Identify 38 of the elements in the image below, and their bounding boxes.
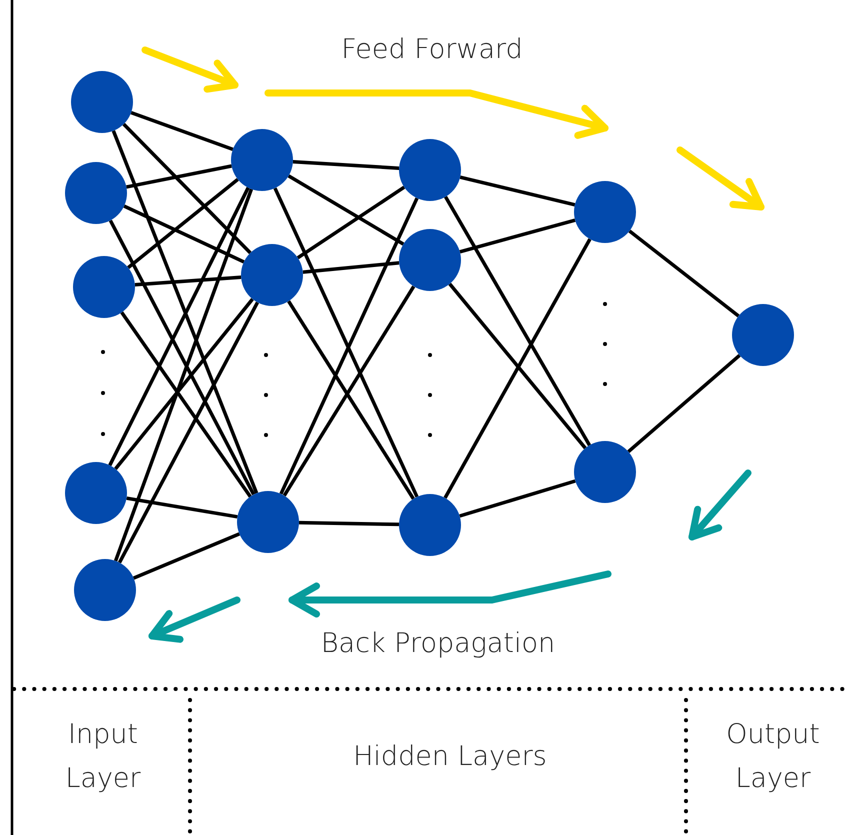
connection-line [460, 176, 576, 206]
connection-line [288, 174, 404, 246]
neuron-circle [399, 229, 461, 291]
connection-line [114, 298, 254, 470]
connection-line [127, 178, 239, 269]
connection-line [459, 479, 576, 518]
connection-line [112, 130, 258, 494]
connection-line [448, 282, 587, 450]
neuron-circle [65, 162, 127, 224]
connection-line [114, 188, 254, 562]
layer-label: Input Layer [64, 718, 142, 796]
connection-line [292, 160, 400, 170]
connection-line [122, 122, 252, 254]
connection-line [130, 110, 234, 152]
connection-line [444, 238, 592, 499]
connection-line [628, 230, 740, 318]
neuron-circle [231, 129, 293, 191]
process-label: Feed Forward [340, 33, 524, 67]
connection-line [459, 218, 576, 254]
connection-line [302, 261, 400, 274]
connection-line [120, 311, 252, 498]
connection-line [126, 164, 232, 189]
connection-line [132, 532, 240, 580]
connection-line [627, 354, 741, 454]
connection-line [298, 520, 400, 526]
connection-line [123, 204, 245, 264]
neuron-circle [73, 256, 135, 318]
connection-line [108, 220, 256, 496]
neuron-circle [241, 244, 303, 306]
connection-line [296, 186, 406, 260]
process-label: Back Propagation [320, 627, 556, 661]
layer-label: Output Layer [725, 718, 821, 796]
layer-label: Hidden Layers [352, 740, 548, 774]
connection-line [126, 496, 238, 519]
connection-line [108, 186, 250, 466]
connection-line [444, 196, 592, 446]
connection-line [118, 302, 260, 564]
connection-line [134, 275, 242, 287]
